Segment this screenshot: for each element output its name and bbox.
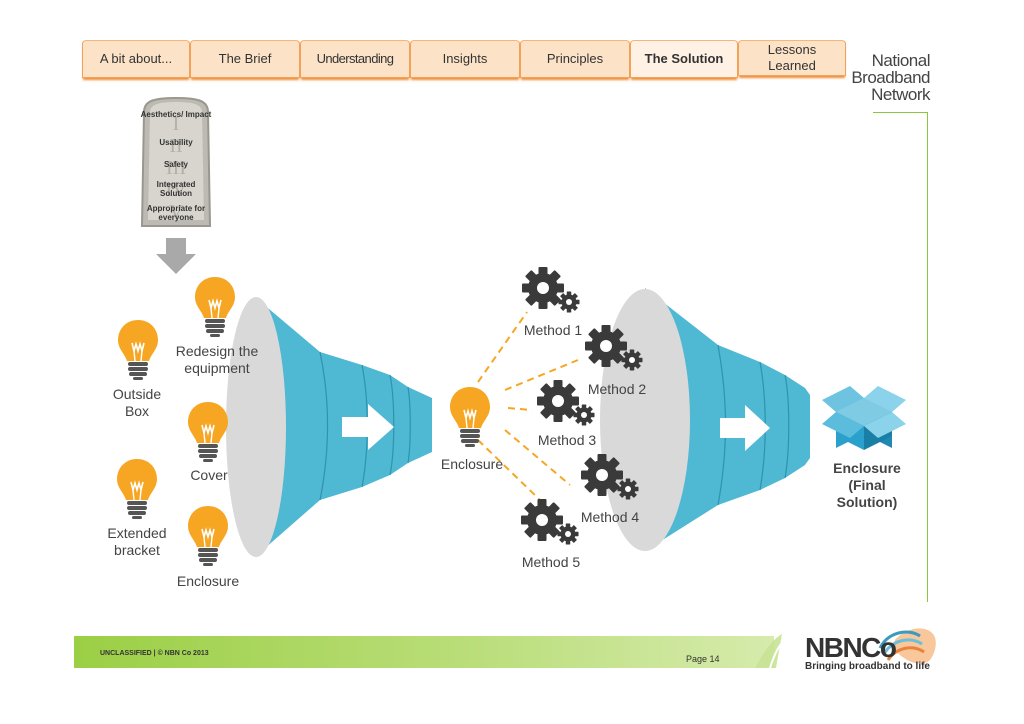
lightbulb-icon-enclosure-center	[449, 386, 491, 448]
idea-outside-box-label: Outside Box	[112, 386, 162, 419]
brand-line-1: National	[871, 51, 931, 70]
tab-a-bit-about[interactable]: A bit about...	[82, 40, 190, 78]
tab-lessons-learned[interactable]: Lessons Learned	[738, 40, 846, 76]
method-5-label: Method 5	[521, 554, 581, 570]
brand-wordmark: National Broadband Network	[851, 52, 930, 103]
principle-safety: Safety	[163, 160, 188, 169]
nbnco-tagline: Bringing broadband to life	[805, 661, 930, 672]
svg-text:V: V	[169, 201, 184, 223]
lightbulb-icon-outside-box	[117, 319, 159, 381]
footer-classification: UNCLASSIFIED | © NBN Co 2013	[100, 650, 209, 657]
divider-vertical	[927, 112, 928, 602]
tab-the-solution[interactable]: The Solution	[630, 40, 738, 78]
idea-extended-bracket-label: Extended bracket	[107, 525, 167, 558]
page-number: Page 14	[686, 654, 720, 664]
principle-aesthetics: Aesthetics/ Impact	[140, 110, 212, 119]
nav-tabs: A bit about... The Brief Understanding I…	[82, 40, 848, 78]
principle-usability: Usability	[159, 138, 193, 147]
lightbulb-icon-redesign	[194, 276, 236, 338]
divider-horizontal	[873, 112, 928, 113]
idea-enclosure-label: Enclosure	[176, 573, 240, 589]
final-solution-label: Enclosure (Final Solution)	[833, 460, 901, 510]
svg-text:I: I	[173, 113, 180, 135]
idea-cover-label: Cover	[190, 467, 228, 483]
connector-lines	[477, 311, 579, 501]
method-3-label: Method 3	[537, 432, 597, 448]
gear-icon-method-5	[521, 499, 579, 545]
box-icon	[822, 386, 906, 450]
svg-text:II: II	[169, 135, 182, 157]
brand-line-3: Network	[871, 85, 930, 104]
method-1-label: Method 1	[523, 322, 583, 338]
center-enclosure-label: Enclosure	[440, 456, 504, 472]
lightbulb-icon-cover	[187, 401, 229, 463]
gear-icon-method-1	[522, 267, 580, 313]
principle-appropriate: Appropriate for everyone	[146, 204, 206, 222]
tab-principles[interactable]: Principles	[520, 40, 630, 78]
idea-redesign-label: Redesign the equipment	[175, 343, 259, 376]
method-2-label: Method 2	[587, 381, 647, 397]
footer-band	[74, 636, 774, 668]
tab-the-brief[interactable]: The Brief	[190, 40, 300, 78]
svg-text:IV: IV	[165, 179, 187, 201]
method-4-label: Method 4	[580, 509, 640, 525]
brand-line-2: Broadband	[851, 68, 930, 87]
down-arrow-icon	[156, 238, 196, 274]
nbnco-logo: NBNCo	[805, 632, 897, 663]
principle-integrated-solution: Integrated Solution	[156, 180, 196, 198]
lightbulb-icon-enclosure-idea	[187, 505, 229, 567]
funnel-left-icon	[226, 297, 432, 557]
svg-text:III: III	[166, 157, 186, 179]
lightbulb-icon-extended-bracket	[116, 458, 158, 520]
tab-insights[interactable]: Insights	[410, 40, 520, 78]
tab-understanding[interactable]: Understanding	[300, 40, 410, 78]
